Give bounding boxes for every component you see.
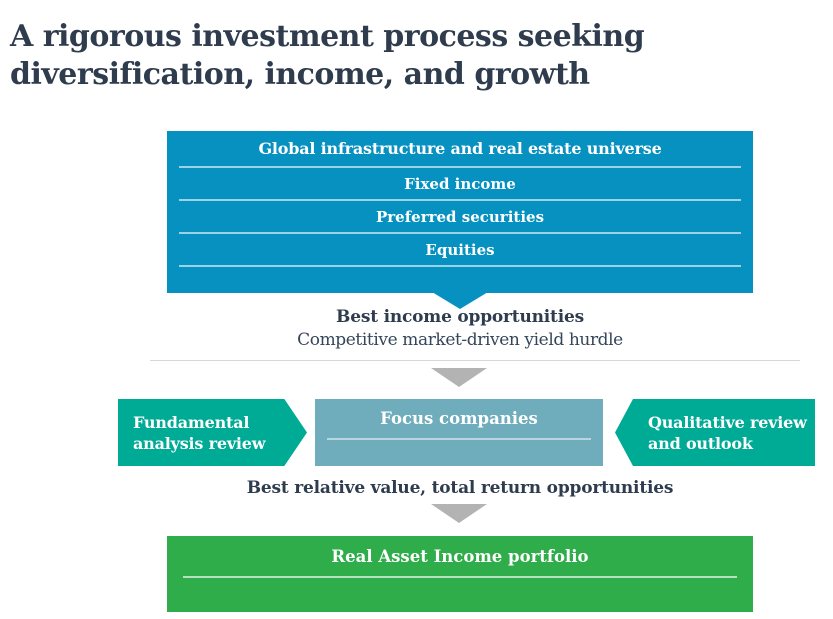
universe-box-header: Global infrastructure and real estate un… (258, 139, 662, 158)
divider (183, 576, 737, 578)
stage-best-income: Best income opportunities Competitive ma… (167, 306, 753, 352)
stage2-heading: Best relative value, total return opport… (246, 478, 674, 498)
focus-companies-label: Focus companies (380, 409, 538, 428)
down-arrow-gray-icon (431, 504, 487, 523)
divider (327, 438, 591, 440)
stage1-subheading: Competitive market-driven yield hurdle (297, 330, 623, 350)
qualitative-review-box: Qualitative review and outlook (615, 399, 815, 466)
down-arrow-gray-icon (431, 368, 487, 387)
focus-companies-box: Focus companies (315, 399, 603, 466)
divider (179, 166, 741, 168)
fundamental-analysis-line-2: analysis review (133, 433, 266, 453)
qualitative-review-line-2: and outlook (648, 433, 753, 453)
real-asset-income-portfolio-box: Real Asset Income portfolio (167, 536, 753, 612)
universe-item-equities: Equities (425, 240, 495, 259)
divider (179, 199, 741, 201)
title-line-1: A rigorous investment process seeking (10, 19, 645, 54)
stage-best-relative-value: Best relative value, total return opport… (167, 477, 753, 500)
title-line-2: diversification, income, and growth (10, 57, 590, 92)
fundamental-analysis-review-box: Fundamental analysis review (118, 399, 307, 466)
fundamental-analysis-line-1: Fundamental (133, 412, 250, 432)
universe-item-fixed-income: Fixed income (404, 174, 516, 193)
divider (179, 265, 741, 267)
stage1-heading: Best income opportunities (336, 307, 584, 327)
qualitative-review-line-1: Qualitative review (648, 412, 807, 432)
universe-item-preferred-securities: Preferred securities (375, 207, 545, 226)
portfolio-label: Real Asset Income portfolio (331, 547, 589, 566)
down-arrow-blue-icon (432, 292, 488, 309)
universe-box: Global infrastructure and real estate un… (167, 131, 753, 293)
divider (179, 232, 741, 234)
section-divider (150, 360, 800, 361)
